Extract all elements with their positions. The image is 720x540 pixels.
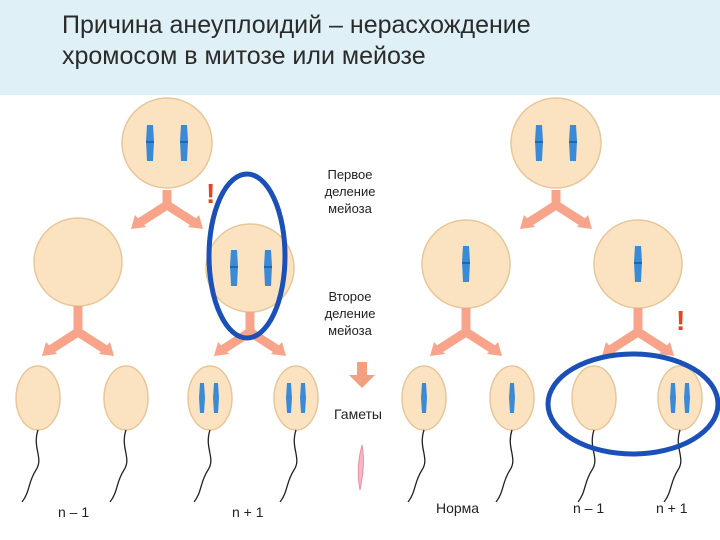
exclamation-mark-second: ! xyxy=(676,305,686,336)
second-division-line-2: деление xyxy=(324,306,376,321)
first-division-line-2: деление xyxy=(324,184,376,199)
first-division-line-3: мейоза xyxy=(328,201,372,216)
sperm-head-icon xyxy=(357,444,364,491)
title-line-1: Причина анеуплоидий – нерасхождение xyxy=(62,11,531,39)
gamete-7 xyxy=(571,365,617,503)
title-line-2: хромосом в митозе или мейозе xyxy=(62,42,426,70)
first-division-line-1: Первое xyxy=(327,167,373,182)
gamete-label-right-2: n + 1 xyxy=(656,500,688,516)
gamete-label-right-norm: Норма xyxy=(436,500,480,516)
gamete-6 xyxy=(489,365,535,503)
gamete-3 xyxy=(187,365,233,503)
left-parent-cell xyxy=(121,97,213,189)
right-second-division-arrows xyxy=(430,308,674,356)
page-title: Причина анеуплоидий – нерасхождение хром… xyxy=(62,10,682,72)
second-division-line-3: мейоза xyxy=(328,323,372,338)
left-split-arrows xyxy=(131,190,203,229)
fertilization-arrow xyxy=(349,362,375,388)
exclamation-mark-first: ! xyxy=(206,178,216,209)
left-second-division-arrows xyxy=(42,306,286,356)
left-daughter-cell-a xyxy=(33,217,123,307)
second-division-label: Второе деление мейоза xyxy=(310,288,390,339)
first-division-label: Первое деление мейоза xyxy=(310,166,390,217)
second-division-line-1: Второе xyxy=(328,289,372,304)
right-daughter-cell-a xyxy=(421,219,511,309)
right-split-arrows xyxy=(520,190,592,229)
right-daughter-cell-b xyxy=(593,219,683,309)
gamete-label-left-2: n + 1 xyxy=(232,504,264,520)
right-parent-cell xyxy=(510,97,602,189)
gamete-label-left-1: n – 1 xyxy=(58,504,90,520)
gametes-label: Гаметы xyxy=(333,406,382,422)
gamete-8 xyxy=(657,365,703,503)
gamete-1 xyxy=(15,365,61,503)
gamete-5 xyxy=(401,365,447,503)
highlight-ellipse-second-division xyxy=(545,351,720,457)
gamete-label-right-1: n – 1 xyxy=(573,500,605,516)
header-band xyxy=(0,0,720,95)
highlight-ellipse-first-division xyxy=(206,171,288,341)
gamete-2 xyxy=(103,365,149,503)
gamete-4 xyxy=(273,365,319,503)
